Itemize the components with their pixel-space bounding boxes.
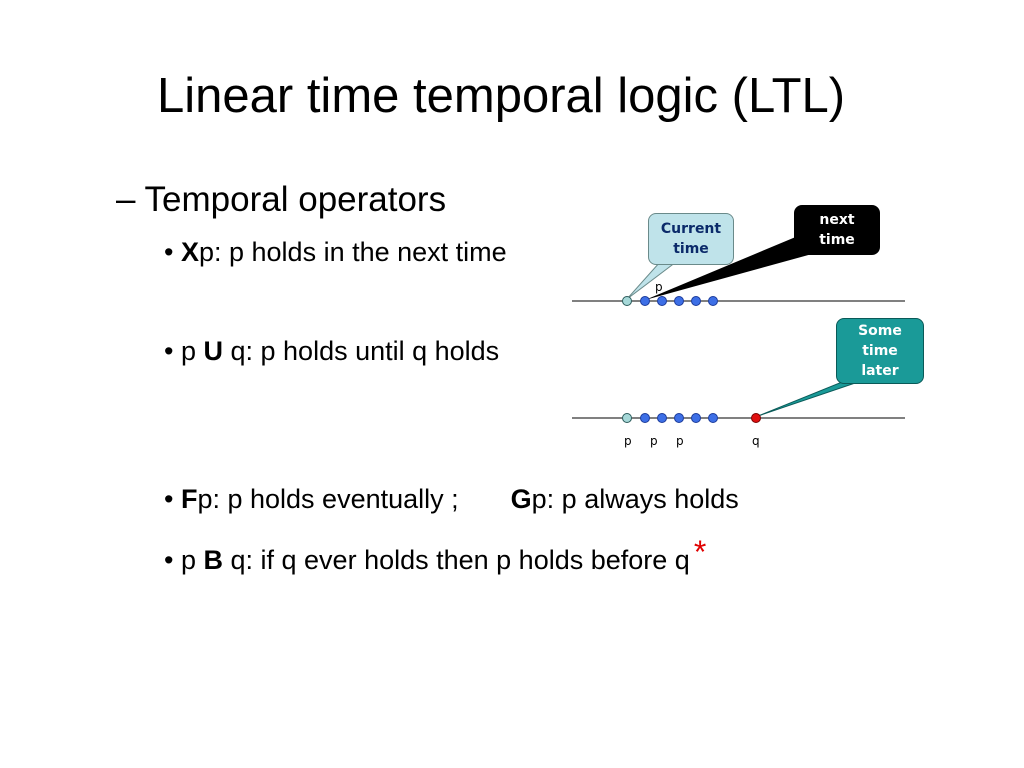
- bullet-before: • p B q: if q ever holds then p holds be…: [164, 534, 707, 575]
- timeline-2-label-p: p: [624, 434, 632, 448]
- operator-b: B: [203, 545, 224, 575]
- operator-u: U: [203, 336, 224, 366]
- slide-title: Linear time temporal logic (LTL): [157, 69, 846, 123]
- timeline-1-dot: [708, 296, 718, 306]
- timeline-1-label-p: p: [655, 280, 663, 294]
- timeline-2-dot: [691, 413, 701, 423]
- timeline-2-dot: [674, 413, 684, 423]
- operator-f: F: [180, 484, 198, 514]
- footnote-star: *: [693, 534, 707, 570]
- timeline-2-label-p: p: [650, 434, 658, 448]
- bullet-until-pre: p: [180, 336, 204, 366]
- timeline-2-dot: [708, 413, 718, 423]
- bullet-next-text: p: p holds in the next time: [198, 237, 507, 267]
- next-time-pointer: [645, 236, 812, 300]
- timeline-2-label-q: q: [752, 434, 760, 448]
- bullet-eventually: • Fp: p holds eventually ;Gp: p always h…: [164, 484, 739, 514]
- operator-x: X: [180, 237, 199, 267]
- bullet-until: • p U q: p holds until q holds: [164, 336, 500, 366]
- operator-g: G: [510, 484, 532, 514]
- bullet-until-text: q: p holds until q holds: [223, 336, 500, 366]
- bullet-before-pre: p: [180, 545, 204, 575]
- bullet-before-text: q: if q ever holds then p holds before q: [223, 545, 690, 575]
- callout-some-time-later: Some time later: [836, 318, 924, 384]
- timeline-1-dot: [674, 296, 684, 306]
- callout-next-time: next time: [794, 205, 880, 255]
- timeline-2-dot: [657, 413, 667, 423]
- bullet-next: • Xp: p holds in the next time: [164, 237, 507, 267]
- callout-current-time: Current time: [648, 213, 734, 265]
- timeline-1-dot: [657, 296, 667, 306]
- timeline-2-current-dot: [622, 413, 632, 423]
- timeline-2-dot: [640, 413, 650, 423]
- timeline-1-dot: [691, 296, 701, 306]
- timeline-1-dot: [640, 296, 650, 306]
- timeline-2-q-dot: [751, 413, 761, 423]
- bullet-always-text: p: p always holds: [531, 484, 739, 514]
- timeline-1-current-dot: [622, 296, 632, 306]
- section-heading: – Temporal operators: [116, 180, 447, 219]
- bullet-eventually-text: p: p holds eventually ;: [197, 484, 459, 514]
- timeline-2-label-p: p: [676, 434, 684, 448]
